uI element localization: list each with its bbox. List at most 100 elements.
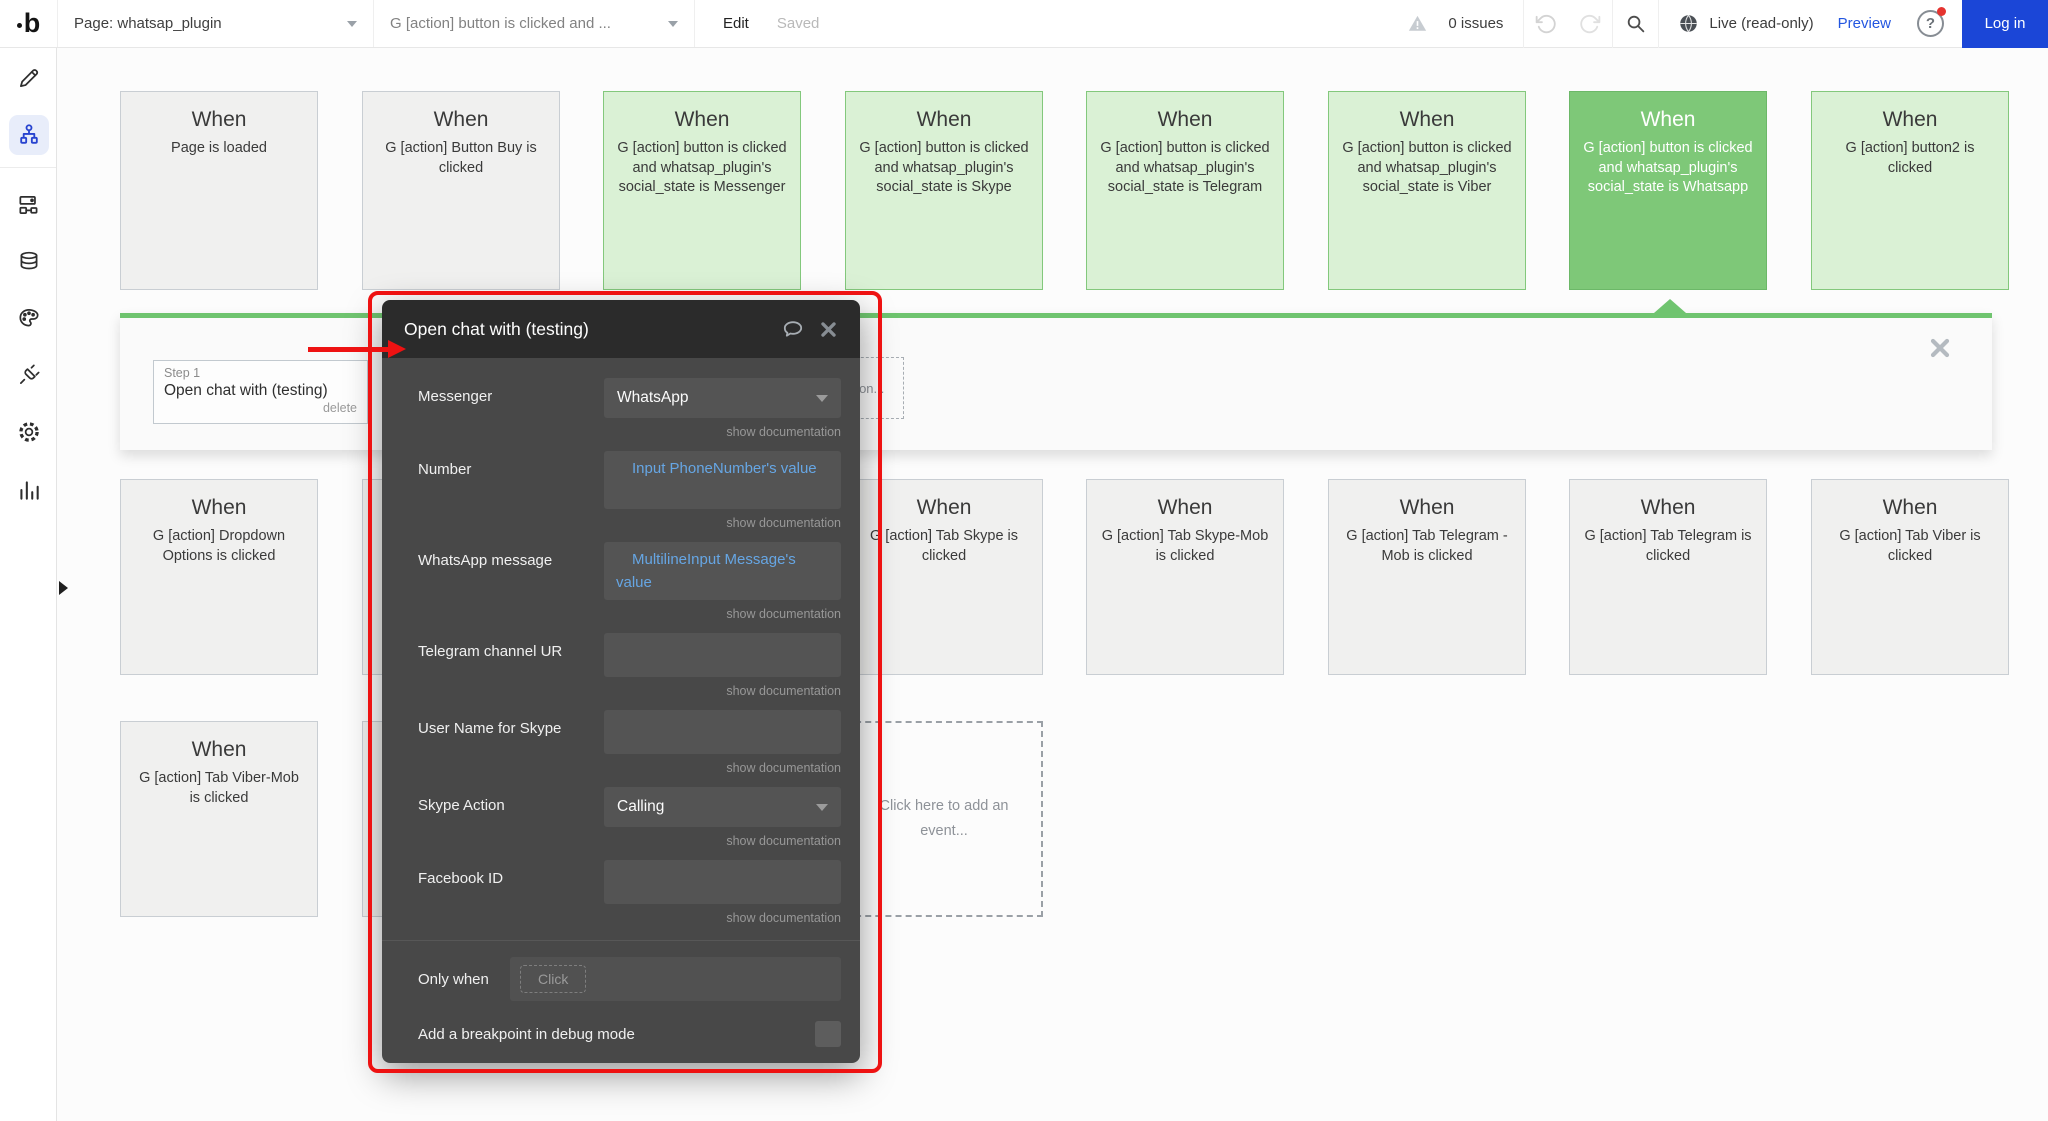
sidebar-item-workflow[interactable] (9, 115, 49, 155)
event-card-when-label: When (121, 738, 317, 762)
event-card[interactable]: When G [action] Tab Telegram is clicked (1569, 479, 1767, 675)
field-label: Skype Action (418, 787, 604, 860)
preview-button[interactable]: Preview (1838, 15, 1891, 32)
event-card[interactable]: When G [action] Tab Viber is clicked (1811, 479, 2009, 675)
show-documentation-link[interactable]: show documentation (604, 911, 841, 926)
logo-letter: b (24, 10, 41, 37)
sidebar-item-data[interactable] (9, 242, 49, 282)
only-when-click-placeholder[interactable]: Click (520, 965, 586, 993)
sidebar-item-design[interactable] (9, 58, 49, 98)
dialog-title: Open chat with (testing) (404, 319, 781, 340)
event-card[interactable]: When G [action] button is clicked and wh… (1569, 91, 1767, 290)
field-label: Telegram channel UR (418, 633, 604, 710)
event-card-when-label: When (846, 496, 1042, 520)
only-when-field[interactable]: Click (510, 957, 841, 1001)
skype-action-value: Calling (617, 798, 664, 816)
step-card[interactable]: Step 1 Open chat with (testing) delete (153, 360, 368, 424)
search-icon[interactable] (1624, 12, 1647, 35)
login-button[interactable]: Log in (1962, 0, 2048, 48)
messenger-select[interactable]: WhatsApp (604, 378, 841, 418)
whatsapp-message-expression-field[interactable]: MultilineInput Message's value (604, 542, 841, 600)
add-event-label: Click here to add an event... (847, 794, 1041, 843)
only-when-label: Only when (418, 971, 510, 988)
workflow-selector[interactable]: G [action] button is clicked and ... (373, 0, 695, 47)
breakpoint-checkbox[interactable] (815, 1021, 841, 1047)
environment-selector[interactable]: Live (read-only) (1677, 12, 1813, 35)
chevron-down-icon (816, 804, 828, 811)
step-title: Open chat with (testing) (164, 382, 357, 400)
skype-action-select[interactable]: Calling (604, 787, 841, 827)
sidebar-item-settings[interactable] (9, 412, 49, 452)
delete-step-link[interactable]: delete (164, 401, 357, 415)
undo-icon[interactable] (1535, 13, 1557, 35)
event-card-description: G [action] button2 is clicked (1812, 139, 2008, 178)
show-documentation-link[interactable]: show documentation (604, 425, 841, 440)
event-card-when-label: When (363, 108, 559, 132)
event-card[interactable]: When G [action] button is clicked and wh… (845, 91, 1043, 290)
event-card[interactable]: When Page is loaded (120, 91, 318, 290)
show-documentation-link[interactable]: show documentation (604, 607, 841, 622)
event-card-description: G [action] button is clicked and whatsap… (1570, 139, 1766, 198)
palette-icon (16, 305, 42, 331)
event-card[interactable]: When G [action] button2 is clicked (1811, 91, 2009, 290)
issues-indicator[interactable]: 0 issues (1395, 12, 1503, 35)
close-icon[interactable] (1928, 336, 1952, 360)
redo-icon[interactable] (1579, 13, 1601, 35)
sidebar-item-components[interactable] (9, 185, 49, 225)
sidebar-item-plugins[interactable] (9, 355, 49, 395)
user-name-for-skype-input[interactable] (604, 710, 841, 754)
event-card-description: G [action] Tab Telegram - Mob is clicked (1329, 527, 1525, 566)
edit-tab[interactable]: Edit (723, 15, 749, 32)
event-card[interactable]: When G [action] Dropdown Options is clic… (120, 479, 318, 675)
show-documentation-link[interactable]: show documentation (604, 761, 841, 776)
show-documentation-link[interactable]: show documentation (604, 516, 841, 531)
event-card-description: G [action] Tab Viber is clicked (1812, 527, 2008, 566)
help-icon[interactable]: ? (1917, 10, 1944, 37)
topbar: b Page: whatsap_plugin G [action] button… (0, 0, 2048, 48)
sidebar-item-logs[interactable] (9, 470, 49, 510)
event-card-description: G [action] Tab Viber-Mob is clicked (121, 769, 317, 808)
event-card[interactable]: When G [action] Tab Viber-Mob is clicked (120, 721, 318, 917)
event-card-description: G [action] Tab Skype is clicked (846, 527, 1042, 566)
event-card-when-label: When (1329, 496, 1525, 520)
number-expression-field[interactable]: Input PhoneNumber's value (604, 451, 841, 509)
event-card-when-label: When (1087, 496, 1283, 520)
event-card[interactable]: When G [action] Tab Skype-Mob is clicked (1086, 479, 1284, 675)
event-card[interactable]: When G [action] Tab Skype is clicked (845, 479, 1043, 675)
show-documentation-link[interactable]: show documentation (604, 684, 841, 699)
dialog-field-row: Skype Action Calling show documentation (418, 787, 841, 860)
event-card-when-label: When (604, 108, 800, 132)
event-card-when-label: When (1329, 108, 1525, 132)
panel-expand-handle[interactable] (59, 581, 68, 595)
issues-count: 0 issues (1448, 15, 1503, 32)
add-event-placeholder[interactable]: Click here to add an event... (845, 721, 1043, 917)
whatsapp-message-value: MultilineInput Message's value (616, 551, 796, 591)
event-card[interactable]: When G [action] Button Buy is clicked (362, 91, 560, 290)
page-selector[interactable]: Page: whatsap_plugin (57, 0, 373, 47)
event-card-description: G [action] button is clicked and whatsap… (604, 139, 800, 198)
event-card[interactable]: When G [action] Tab Telegram - Mob is cl… (1328, 479, 1526, 675)
field-label: WhatsApp message (418, 542, 604, 633)
show-documentation-link[interactable]: show documentation (604, 834, 841, 849)
event-card[interactable]: When G [action] button is clicked and wh… (1328, 91, 1526, 290)
telegram-channel-ur-input[interactable] (604, 633, 841, 677)
breakpoint-row: Add a breakpoint in debug mode (418, 1021, 841, 1047)
warning-icon (1406, 12, 1429, 35)
sidebar-item-styles[interactable] (9, 298, 49, 338)
logo-dot-icon (17, 23, 22, 28)
chevron-down-icon (816, 395, 828, 402)
event-card[interactable]: When G [action] button is clicked and wh… (1086, 91, 1284, 290)
facebook-id-input[interactable] (604, 860, 841, 904)
field-label: Facebook ID (418, 860, 604, 937)
bubble-logo[interactable]: b (0, 0, 57, 47)
topbar-divider (1658, 0, 1659, 48)
event-card-description: G [action] Button Buy is clicked (363, 139, 559, 178)
components-icon (16, 192, 42, 218)
close-icon[interactable] (819, 320, 838, 339)
event-card[interactable]: When G [action] button is clicked and wh… (603, 91, 801, 290)
comment-icon[interactable] (781, 317, 805, 341)
step-number: Step 1 (164, 366, 357, 380)
database-icon (16, 249, 42, 275)
event-card-when-label: When (1570, 496, 1766, 520)
